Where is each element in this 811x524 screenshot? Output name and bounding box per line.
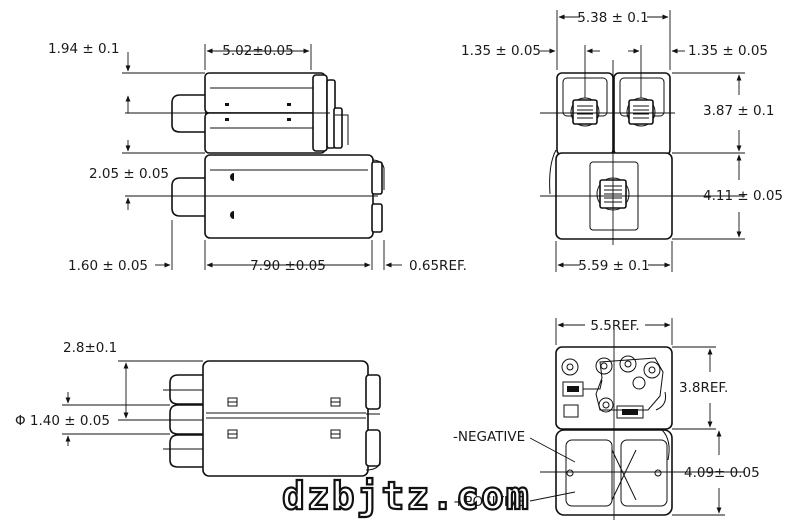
dim-bottom-length: 7.90 ±0.05 <box>250 258 326 274</box>
dim-top-width-ref: 5.5REF. <box>590 318 639 334</box>
end-view-top: 5.38 ± 0.1 1.35 ± 0.05 1.35 ± 0.05 3.87 … <box>461 10 783 274</box>
lower-cell <box>171 154 385 239</box>
dim-upper-height: 3.87 ± 0.1 <box>703 103 774 119</box>
watermark-text: dzbjtz.com <box>282 474 531 518</box>
side-view-top: 5.02±0.05 1.94 ± 0.1 2.05 ± 0.05 1.60 ± … <box>48 41 467 274</box>
dim-diameter: Φ 1.40 ± 0.05 <box>15 413 110 429</box>
dim-right-cell: 1.35 ± 0.05 <box>688 43 768 59</box>
dim-bottom-left: 1.60 ± 0.05 <box>68 258 148 274</box>
label-positive: +POSITIVE <box>453 494 526 510</box>
label-negative: -NEGATIVE <box>453 429 525 445</box>
marker-boxes <box>227 397 341 439</box>
dim-top-height: 1.94 ± 0.1 <box>48 41 119 57</box>
dim-left-cell: 1.35 ± 0.05 <box>461 43 541 59</box>
dim-mid-height: 2.05 ± 0.05 <box>89 166 169 182</box>
dim-lower-height: 4.09± 0.05 <box>684 465 760 481</box>
dim-bottom-right: 0.65REF. <box>409 258 467 274</box>
dim-top-width: 5.02±0.05 <box>222 43 293 59</box>
end-view-bottom: 5.5REF. 3.8REF. 4.09± 0.05 -NEGATIVE +PO… <box>453 318 760 520</box>
side-view-bottom: 2.8±0.1 Φ 1.40 ± 0.05 <box>15 340 381 477</box>
dim-bottom-width: 5.59 ± 0.1 <box>578 258 649 274</box>
dim-upper-height-ref: 3.8REF. <box>679 380 728 396</box>
dim-overall-top: 5.38 ± 0.1 <box>577 10 648 26</box>
dim-lower-height: 4.11 ± 0.05 <box>703 188 783 204</box>
dim-left-height: 2.8±0.1 <box>63 340 117 356</box>
